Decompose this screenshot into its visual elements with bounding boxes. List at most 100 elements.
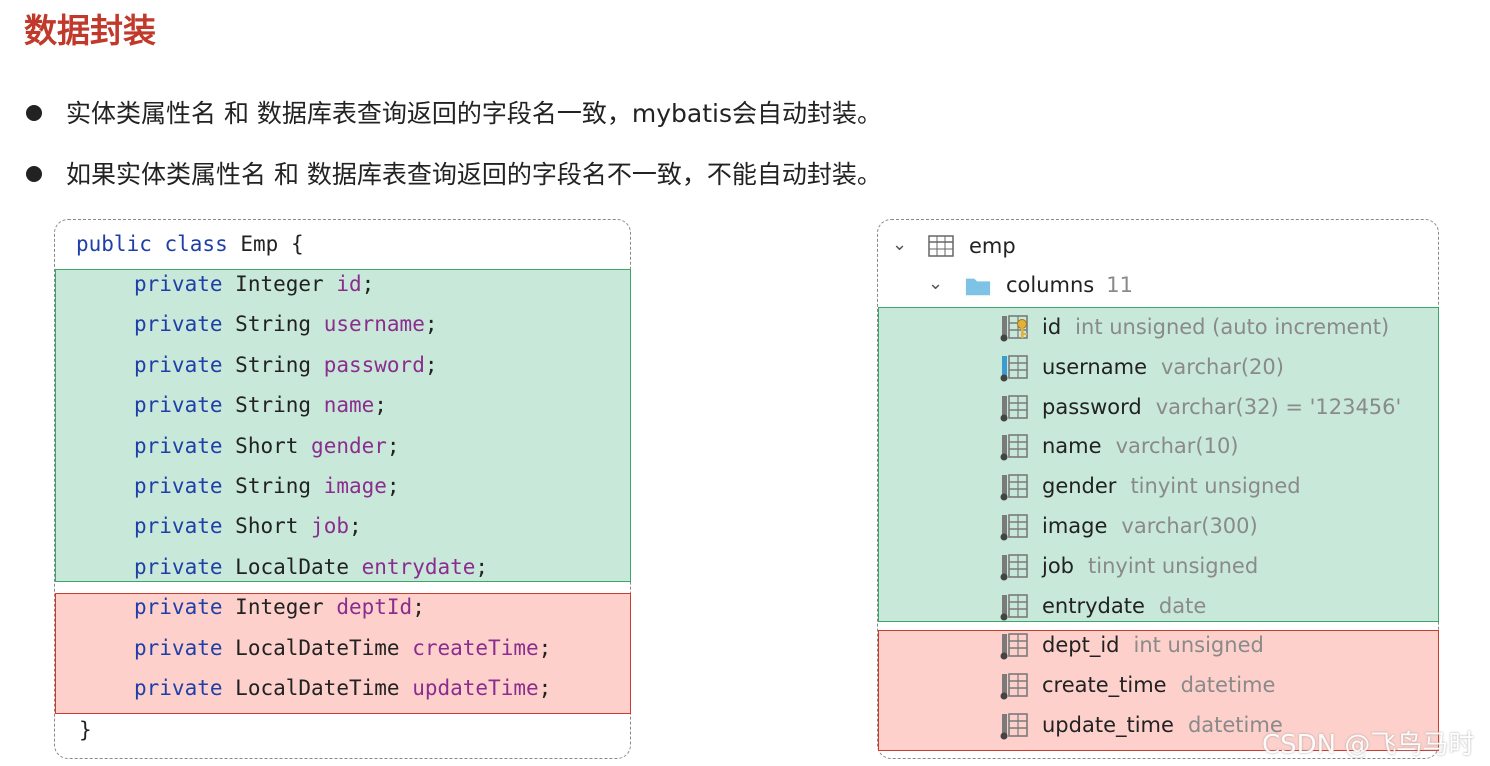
column-type: varchar(32) = '123456' xyxy=(1155,394,1402,419)
field-type: Short xyxy=(235,433,299,458)
field-declaration: private String name; xyxy=(134,393,387,418)
field-name: gender xyxy=(311,433,387,458)
column-type: datetime xyxy=(1180,673,1276,698)
column-type: varchar(20) xyxy=(1161,354,1284,379)
bullet-text: 如果实体类属性名 和 数据库表查询返回的字段名不一致，不能自动封装。 xyxy=(66,160,882,189)
column-icon xyxy=(1000,514,1028,541)
column-row[interactable]: username varchar(20) xyxy=(1042,355,1284,379)
field-type: LocalDateTime xyxy=(235,635,400,660)
field-declaration: private String username; xyxy=(134,312,438,337)
bullet-dot-icon xyxy=(26,166,42,182)
column-row[interactable]: update_time datetime xyxy=(1042,713,1283,737)
keyword: private xyxy=(134,635,223,660)
column-icon xyxy=(1000,633,1028,660)
column-row[interactable]: entrydate date xyxy=(1042,594,1206,618)
keyword: private xyxy=(134,676,223,700)
field-declaration: private LocalDateTime updateTime; xyxy=(134,676,552,700)
watermark: CSDN @飞鸟马时 xyxy=(1262,730,1475,760)
field-type: Integer xyxy=(235,272,324,296)
keyword: private xyxy=(134,272,223,296)
chevron-down-icon[interactable]: ⌄ xyxy=(892,234,908,255)
column-name: update_time xyxy=(1042,713,1174,737)
bullet-text: 实体类属性名 和 数据库表查询返回的字段名一致，mybatis会自动封装。 xyxy=(66,99,883,128)
column-name: username xyxy=(1042,354,1147,379)
field-declaration: private String password; xyxy=(134,352,438,377)
column-row[interactable]: gender tinyint unsigned xyxy=(1042,474,1301,498)
keyword: private xyxy=(134,393,223,418)
column-type: date xyxy=(1158,593,1207,618)
columns-label: columns xyxy=(1006,273,1095,297)
column-type: tinyint unsigned xyxy=(1088,553,1259,578)
class-declaration: public class Emp { xyxy=(76,232,304,256)
chevron-down-icon[interactable]: ⌄ xyxy=(928,273,944,294)
keyword: private xyxy=(134,514,223,539)
bullet-dot-icon xyxy=(26,105,42,121)
code-panel: public class Emp { private Integer id;pr… xyxy=(54,219,631,759)
column-row[interactable]: create_time datetime xyxy=(1042,673,1275,697)
class-closing-brace: } xyxy=(79,718,92,742)
page-title: 数据封装 xyxy=(24,11,156,50)
keyword: private xyxy=(134,554,223,579)
field-name: username xyxy=(323,312,425,337)
field-type: LocalDate xyxy=(235,554,349,579)
column-name: create_time xyxy=(1042,673,1167,698)
column-icon xyxy=(1000,434,1028,461)
column-type: varchar(10) xyxy=(1115,434,1239,459)
field-name: name xyxy=(323,393,375,418)
column-name: image xyxy=(1042,514,1108,538)
keyword: private xyxy=(134,312,223,337)
column-row[interactable]: job tinyint unsigned xyxy=(1042,554,1258,578)
field-declaration: private LocalDate entrydate; xyxy=(134,554,489,579)
column-name: dept_id xyxy=(1042,633,1120,658)
column-type: datetime xyxy=(1187,713,1283,737)
columns-count: 11 xyxy=(1106,273,1133,297)
column-name: job xyxy=(1042,553,1075,578)
column-name: entrydate xyxy=(1042,593,1145,618)
column-icon xyxy=(1000,553,1028,581)
field-name: createTime xyxy=(412,635,539,660)
table-icon xyxy=(928,235,954,257)
column-row[interactable]: name varchar(10) xyxy=(1042,434,1239,458)
matching-fields-highlight xyxy=(55,269,631,582)
primary-key-icon xyxy=(1000,315,1028,342)
unique-column-icon xyxy=(1000,354,1028,382)
field-name: image xyxy=(323,474,387,498)
field-type: String xyxy=(235,312,312,337)
column-icon xyxy=(1000,394,1028,422)
bullet-item-2: 如果实体类属性名 和 数据库表查询返回的字段名不一致，不能自动封装。 xyxy=(26,155,882,191)
column-icon xyxy=(1000,713,1028,740)
field-type: String xyxy=(235,393,312,418)
table-name[interactable]: emp xyxy=(969,234,1016,258)
field-type: Short xyxy=(235,514,299,539)
column-type: int unsigned xyxy=(1133,633,1264,658)
column-row[interactable]: image varchar(300) xyxy=(1042,514,1258,538)
field-declaration: private LocalDateTime createTime; xyxy=(134,635,552,660)
mismatched-columns-highlight xyxy=(878,630,1439,751)
column-icon xyxy=(1000,474,1028,501)
field-type: LocalDateTime xyxy=(235,676,400,700)
column-icon xyxy=(1000,593,1028,621)
columns-folder[interactable]: columns 11 xyxy=(1006,273,1133,297)
mismatched-fields-highlight xyxy=(55,593,631,714)
field-declaration: private Short job; xyxy=(134,514,362,539)
column-type: int unsigned (auto increment) xyxy=(1075,315,1390,339)
field-name: updateTime xyxy=(412,676,539,700)
field-type: Integer xyxy=(235,595,324,620)
bullet-item-1: 实体类属性名 和 数据库表查询返回的字段名一致，mybatis会自动封装。 xyxy=(26,94,882,130)
field-declaration: private Integer deptId; xyxy=(134,595,425,620)
keyword: private xyxy=(134,352,223,377)
field-name: password xyxy=(323,352,425,377)
field-name: job xyxy=(311,514,349,539)
column-name: gender xyxy=(1042,474,1117,499)
column-type: varchar(300) xyxy=(1121,514,1258,538)
field-name: deptId xyxy=(336,595,413,620)
column-row[interactable]: dept_id int unsigned xyxy=(1042,633,1264,657)
keyword: private xyxy=(134,433,223,458)
column-type: tinyint unsigned xyxy=(1130,474,1301,499)
column-icon xyxy=(1000,673,1028,700)
field-name: entrydate xyxy=(361,554,476,579)
field-type: String xyxy=(235,352,312,377)
column-name: name xyxy=(1042,434,1102,459)
